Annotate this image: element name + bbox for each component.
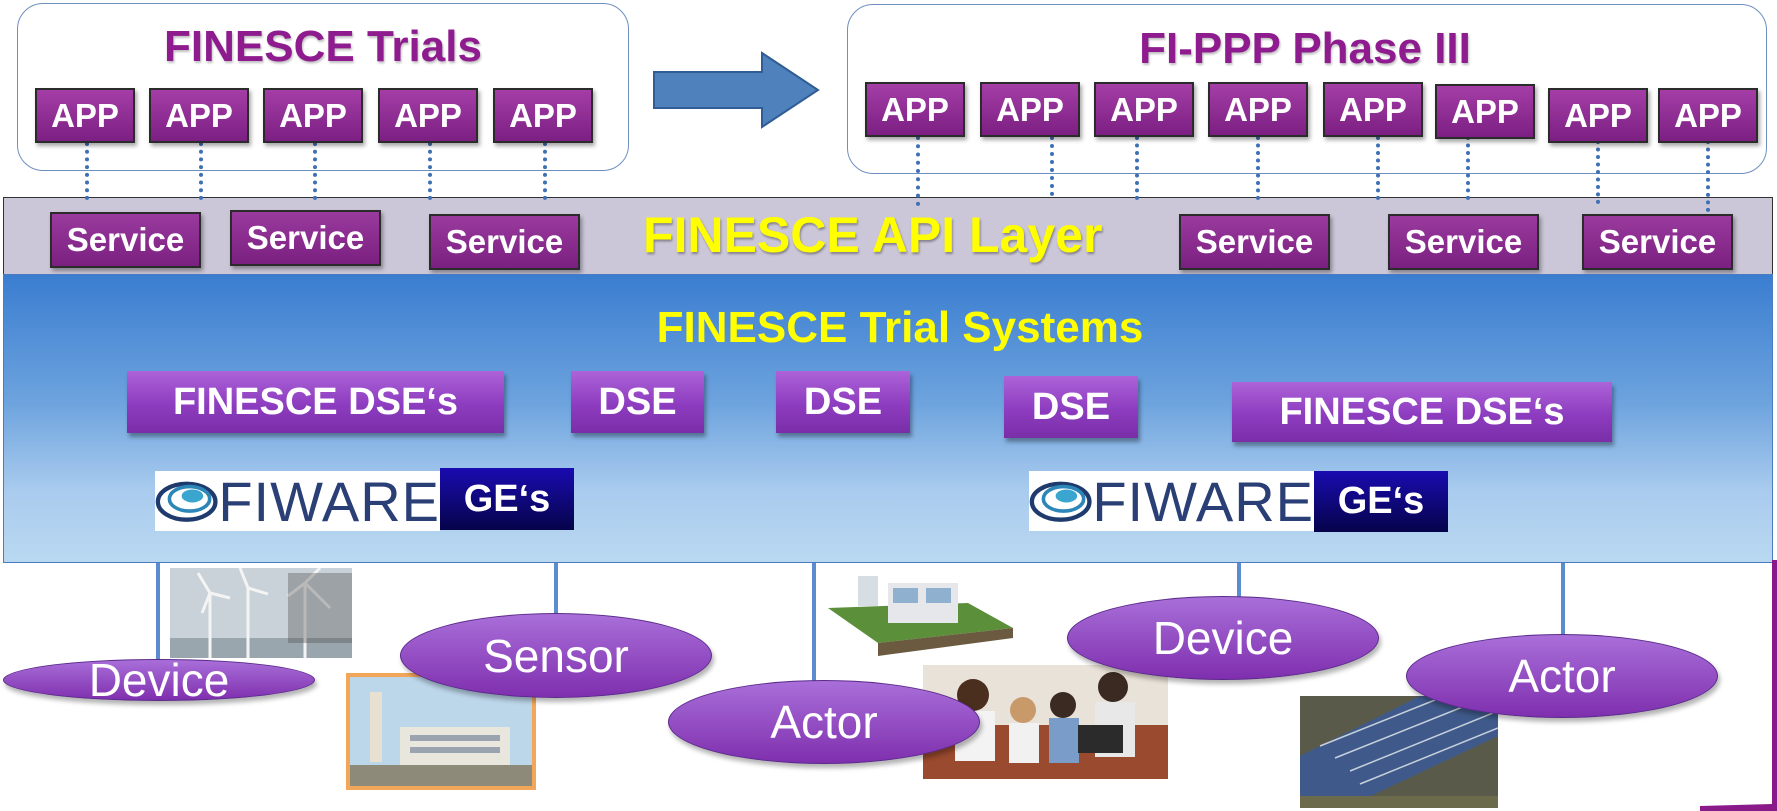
actor-oval: Actor: [1406, 634, 1718, 718]
field-connector-line: [156, 563, 160, 663]
connector-line: [916, 136, 920, 206]
right-arrow-icon: [653, 51, 820, 129]
connector-line: [1256, 136, 1260, 200]
connector-line: [85, 142, 89, 200]
connector-line: [199, 142, 203, 200]
app-box: APP: [149, 88, 249, 143]
app-box: APP: [1435, 84, 1535, 139]
service-box: Service: [429, 214, 580, 270]
connector-line: [1706, 140, 1710, 212]
dse-box: DSE: [776, 371, 910, 433]
field-connector-line: [554, 563, 558, 618]
smart-house-photo: [818, 568, 1016, 658]
connector-line: [1376, 136, 1380, 200]
dse-box: DSE: [1004, 376, 1138, 438]
connector-line: [1466, 136, 1470, 200]
service-box: Service: [1582, 214, 1733, 270]
app-box: APP: [865, 82, 965, 137]
finesce-trials-title: FINESCE Trials: [164, 22, 482, 71]
field-connector-line: [1561, 563, 1565, 635]
actor-oval: Actor: [668, 680, 980, 764]
app-box: APP: [1658, 88, 1758, 143]
connector-line: [543, 142, 547, 200]
fi-ppp-phase-iii-title: FI-PPP Phase III: [1139, 24, 1471, 73]
connector-line: [1135, 136, 1139, 200]
fiware-logo: FIWARE: [155, 469, 440, 533]
device-oval: Device: [3, 654, 315, 706]
ge-box: GE‘s: [440, 468, 574, 530]
app-box: APP: [1323, 82, 1423, 137]
fiware-logo: FIWARE: [1029, 469, 1314, 533]
fiware-swirl-icon: [155, 481, 218, 522]
service-box: Service: [1179, 214, 1330, 270]
dse-box: DSE: [571, 371, 704, 433]
service-box: Service: [230, 210, 381, 266]
app-box: APP: [378, 88, 478, 143]
fiware-swirl-icon: [1029, 481, 1092, 522]
service-box: Service: [1388, 214, 1539, 270]
connector-line: [428, 142, 432, 200]
solar-panels-photo: [1300, 696, 1498, 808]
field-connector-line: [812, 563, 816, 683]
wind-turbines-photo: [170, 568, 352, 658]
app-box: APP: [493, 88, 593, 143]
trial-systems-title: FINESCE Trial Systems: [656, 303, 1144, 352]
device-oval: Device: [1067, 596, 1379, 680]
app-box: APP: [980, 82, 1080, 137]
app-box: APP: [1548, 88, 1648, 143]
fiware-logo-text: FIWARE: [1092, 469, 1314, 533]
fiware-logo-text: FIWARE: [218, 469, 440, 533]
ge-box: GE‘s: [1314, 471, 1448, 532]
service-box: Service: [50, 212, 201, 268]
connector-line: [1050, 136, 1054, 196]
field-connector-line: [1237, 563, 1241, 598]
connector-line: [313, 142, 317, 200]
app-box: APP: [1094, 82, 1194, 137]
app-box: APP: [263, 88, 363, 143]
corner-accent: [1700, 560, 1777, 811]
connector-line: [1596, 140, 1600, 204]
dse-box: FINESCE DSE‘s: [127, 371, 504, 433]
sensor-oval: Sensor: [400, 613, 712, 698]
dse-box: FINESCE DSE‘s: [1232, 382, 1612, 442]
api-layer-title: FINESCE API Layer: [643, 207, 1103, 263]
app-box: APP: [1208, 82, 1308, 137]
finesce-trials-group: [17, 3, 629, 171]
app-box: APP: [35, 88, 135, 143]
